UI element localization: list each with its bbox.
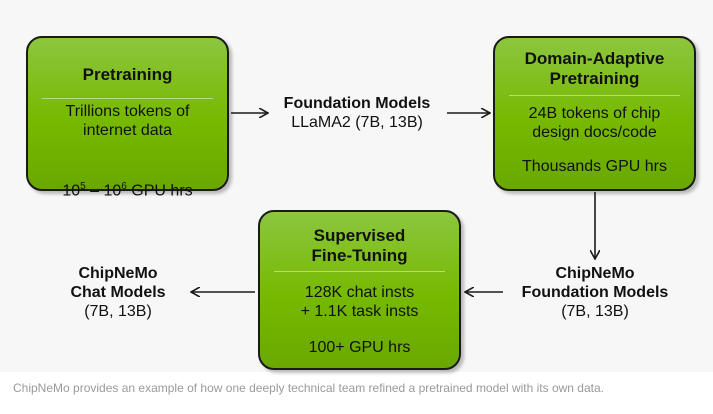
chipnemo-chat-title: ChipNeMo Chat Models bbox=[70, 265, 166, 301]
sft-compute: 100+ GPU hrs bbox=[308, 339, 411, 356]
foundation-models-subtitle: LLaMA2 (7B, 13B) bbox=[291, 114, 423, 131]
sft-box: Supervised Fine-Tuning 128K chat insts +… bbox=[258, 210, 461, 370]
chipnemo-chat-subtitle: (7B, 13B) bbox=[84, 303, 152, 320]
dapt-title: Domain-Adaptive Pretraining bbox=[524, 49, 665, 88]
dapt-divider bbox=[509, 95, 680, 96]
chipnemo-chat-label: ChipNeMo Chat Models (7B, 13B) bbox=[48, 264, 188, 321]
pretraining-compute-mid: – 10 bbox=[85, 182, 122, 200]
dapt-box: Domain-Adaptive Pretraining 24B tokens o… bbox=[493, 36, 696, 191]
dapt-data: 24B tokens of chip design docs/code bbox=[528, 105, 661, 141]
pretraining-box: Pretraining Trillions tokens of internet… bbox=[26, 36, 229, 199]
pretraining-title: Pretraining bbox=[82, 65, 173, 84]
chipnemo-foundation-title: ChipNeMo Foundation Models bbox=[521, 265, 669, 301]
pretraining-compute-base: 10 bbox=[62, 182, 81, 200]
pretraining-compute-exp1: 5 bbox=[80, 181, 86, 192]
figure-caption: ChipNeMo provides an example of how one … bbox=[13, 381, 604, 395]
foundation-models-title: Foundation Models bbox=[283, 95, 431, 112]
pretraining-compute: 105 – 106 GPU hrs bbox=[28, 158, 227, 200]
diagram-canvas: Pretraining Trillions tokens of internet… bbox=[0, 0, 713, 372]
chipnemo-foundation-label: ChipNeMo Foundation Models (7B, 13B) bbox=[505, 264, 685, 321]
flow-arrows bbox=[0, 0, 713, 372]
pretraining-divider bbox=[42, 98, 213, 99]
pretraining-compute-exp2: 6 bbox=[121, 181, 127, 192]
pretraining-compute-unit: GPU hrs bbox=[126, 182, 193, 200]
pretraining-data: Trillions tokens of internet data bbox=[65, 103, 190, 139]
foundation-models-label: Foundation Models LLaMA2 (7B, 13B) bbox=[262, 94, 452, 132]
sft-title: Supervised Fine-Tuning bbox=[311, 226, 408, 265]
sft-data: 128K chat insts + 1.1K task insts bbox=[300, 284, 419, 320]
dapt-compute: Thousands GPU hrs bbox=[522, 158, 667, 175]
chipnemo-foundation-subtitle: (7B, 13B) bbox=[561, 303, 629, 320]
sft-divider bbox=[274, 271, 445, 272]
